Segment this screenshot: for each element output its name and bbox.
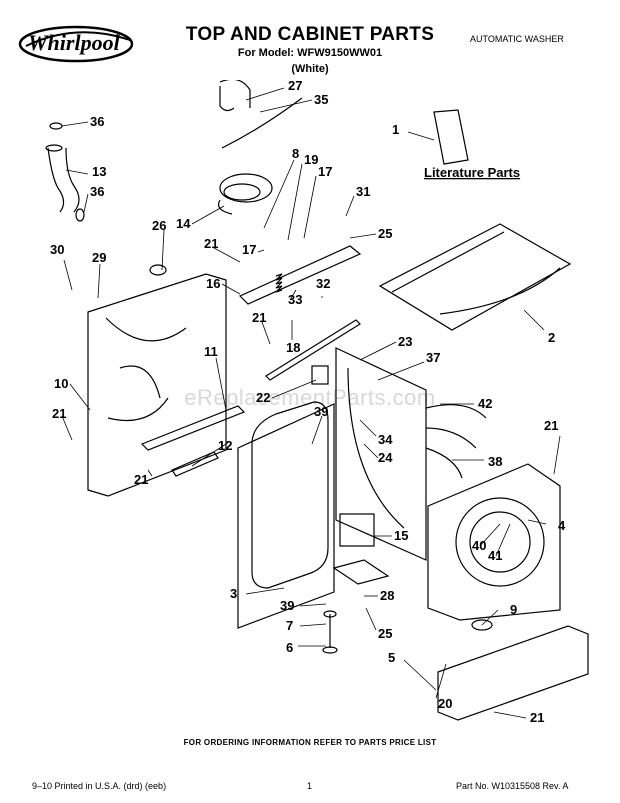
part-2-top-cover — [378, 223, 572, 331]
callout-14: 14 — [176, 216, 191, 231]
callout-35: 35 — [314, 92, 328, 107]
callout-21: 21 — [52, 406, 66, 421]
literature-label: Literature Parts — [424, 165, 520, 180]
part-4-front-panel — [427, 463, 561, 621]
callout-41: 41 — [488, 548, 502, 563]
part-33-spring — [275, 273, 283, 293]
callout-23: 23 — [398, 334, 412, 349]
callout-8: 8 — [292, 146, 299, 161]
callout-26: 26 — [152, 218, 166, 233]
callout-31: 31 — [356, 184, 370, 199]
part-35-wire — [221, 97, 303, 149]
callout-13: 13 — [92, 164, 106, 179]
callout-40: 40 — [472, 538, 486, 553]
callout-30: 30 — [50, 242, 64, 257]
product-type: AUTOMATIC WASHER — [470, 34, 564, 44]
callout-17: 17 — [242, 242, 256, 257]
part-27-elbow — [219, 80, 251, 112]
callout-38: 38 — [488, 454, 502, 469]
callout-27: 27 — [288, 80, 302, 93]
callout-19: 19 — [304, 152, 318, 167]
callout-33: 33 — [288, 292, 302, 307]
ordering-note: FOR ORDERING INFORMATION REFER TO PARTS … — [183, 738, 437, 747]
callout-36: 36 — [90, 114, 104, 129]
part-number: Part No. W10315508 Rev. A — [456, 781, 569, 791]
part-22-latch — [311, 365, 329, 385]
callout-11: 11 — [204, 344, 218, 359]
part-28-base — [332, 559, 390, 585]
callout-39: 39 — [314, 404, 328, 419]
callout-4: 4 — [558, 518, 566, 533]
callout-36: 36 — [90, 184, 104, 199]
part-12-rail — [140, 405, 246, 451]
part-5-toe-panel — [437, 625, 589, 721]
callout-37: 37 — [426, 350, 440, 365]
part-23-frame — [335, 347, 427, 561]
part-drawings — [45, 80, 589, 721]
callout-16: 16 — [206, 276, 220, 291]
part-16-bracket — [238, 245, 362, 305]
callout-32: 32 — [316, 276, 330, 291]
print-info: 9–10 Printed in U.S.A. (drd) (eeb) — [32, 781, 167, 791]
part-26-ring — [149, 264, 167, 276]
part-9-knob — [471, 619, 493, 631]
part-15-pump — [339, 513, 375, 547]
callout-25: 25 — [378, 626, 392, 641]
callout-10: 10 — [54, 376, 68, 391]
leader-lines — [61, 87, 561, 719]
page-title: TOP AND CABINET PARTS — [185, 24, 435, 45]
logo-text: Whirlpool — [28, 30, 121, 55]
callout-21: 21 — [204, 236, 218, 251]
callout-17: 17 — [318, 164, 332, 179]
exploded-parts-diagram: Literature Parts 27353613368191731126142… — [45, 80, 589, 725]
whirlpool-logo: Whirlpool — [18, 25, 134, 63]
part-13-hose — [47, 147, 80, 213]
part-42-harness — [425, 404, 487, 479]
callout-24: 24 — [378, 450, 393, 465]
callout-22: 22 — [256, 390, 270, 405]
callout-9: 9 — [510, 602, 517, 617]
part-1-literature — [433, 109, 469, 165]
callout-5: 5 — [388, 650, 395, 665]
page-number: 1 — [307, 781, 313, 791]
part-36-clamp — [49, 122, 63, 130]
part-14-cord — [219, 173, 273, 203]
callout-6: 6 — [286, 640, 293, 655]
callout-34: 34 — [378, 432, 393, 447]
callout-29: 29 — [92, 250, 106, 265]
callout-21: 21 — [252, 310, 266, 325]
callout-21: 21 — [530, 710, 544, 725]
callout-15: 15 — [394, 528, 408, 543]
callout-39: 39 — [280, 598, 294, 613]
callout-3: 3 — [230, 586, 237, 601]
callout-42: 42 — [478, 396, 492, 411]
part-10-back-panel — [87, 273, 227, 497]
callout-1: 1 — [392, 122, 399, 137]
part-3-side-panel — [237, 403, 335, 629]
callout-25: 25 — [378, 226, 392, 241]
callout-2: 2 — [548, 330, 555, 345]
model-line: For Model: WFW9150WW01 — [237, 47, 383, 59]
callout-12: 12 — [218, 438, 232, 453]
part-32-rail — [265, 319, 361, 381]
callout-18: 18 — [286, 340, 300, 355]
callout-21: 21 — [134, 472, 148, 487]
callout-7: 7 — [286, 618, 293, 633]
callout-21: 21 — [544, 418, 558, 433]
callout-20: 20 — [438, 696, 452, 711]
color-line: (White) — [291, 63, 329, 75]
callout-28: 28 — [380, 588, 394, 603]
